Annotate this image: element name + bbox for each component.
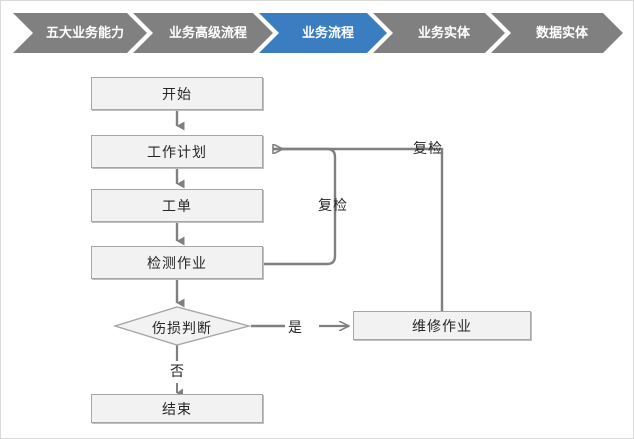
breadcrumb-shape-2: [259, 13, 387, 53]
node-inspection-label: 检测作业: [147, 254, 207, 271]
node-repair[interactable]: 维修作业: [353, 311, 531, 340]
node-workplan[interactable]: 工作计划: [91, 135, 263, 168]
breadcrumb-shape-0: [13, 13, 147, 53]
node-repair-label: 维修作业: [412, 317, 472, 334]
node-start[interactable]: 开始: [91, 77, 263, 110]
breadcrumb-shape-1: [133, 13, 273, 53]
node-end[interactable]: 结束: [91, 394, 263, 423]
node-workorder-label: 工单: [162, 197, 192, 214]
node-workplan-label: 工作计划: [147, 143, 207, 160]
edge-label-yes: 是: [288, 319, 303, 335]
edge-repair-to-workplan-recheck: [273, 147, 444, 311]
node-end-label: 结束: [162, 400, 192, 417]
breadcrumb-shape-3: [373, 13, 505, 53]
node-decision-shape[interactable]: [112, 306, 252, 346]
breadcrumb-shape-4: [491, 13, 623, 53]
node-start-label: 开始: [162, 85, 192, 102]
node-decision-label: 伤损判断: [152, 320, 212, 336]
edge-label-recheck-inner: 复检: [318, 197, 348, 213]
node-workorder[interactable]: 工单: [91, 189, 263, 222]
edge-label-no: 否: [170, 363, 185, 379]
edge-label-recheck-outer: 复检: [413, 140, 443, 156]
node-inspection[interactable]: 检测作业: [91, 246, 263, 279]
